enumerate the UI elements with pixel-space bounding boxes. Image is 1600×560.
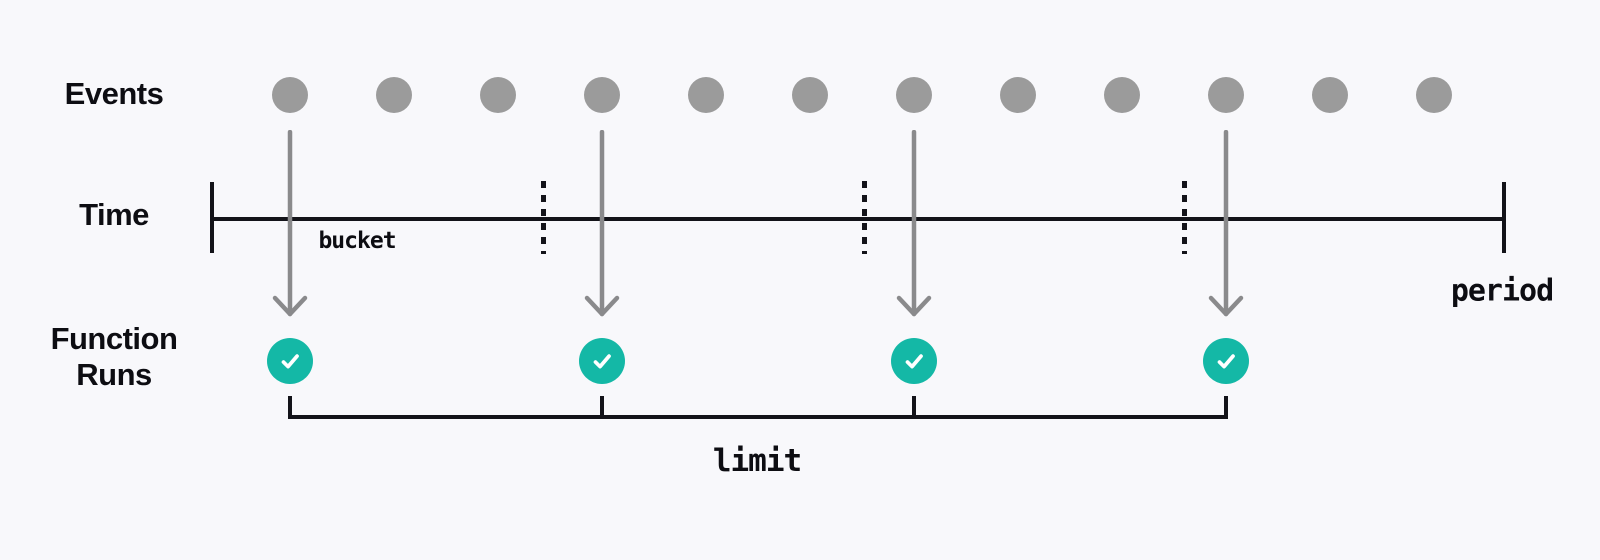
bucket-divider <box>540 181 546 254</box>
checkmark-icon <box>281 354 299 369</box>
checkmark-icon <box>1217 354 1235 369</box>
event-dot <box>272 77 308 113</box>
event-dot <box>1000 77 1036 113</box>
event-dot <box>1416 77 1452 113</box>
event-arrow-icon <box>584 130 620 317</box>
bracket-tick <box>1224 396 1228 419</box>
function-run-check <box>579 338 625 384</box>
bracket-tick <box>912 396 916 419</box>
timeline-end-tick <box>1502 182 1506 253</box>
function-run-check <box>1203 338 1249 384</box>
function-run-check <box>267 338 313 384</box>
event-dot <box>1312 77 1348 113</box>
limit-label: limit <box>712 443 802 479</box>
event-arrow-icon <box>896 130 932 317</box>
bucket-divider <box>1181 181 1187 254</box>
event-arrow-icon <box>1208 130 1244 317</box>
event-dot <box>896 77 932 113</box>
event-dot <box>376 77 412 113</box>
event-arrow-icon <box>272 130 308 317</box>
bracket-tick <box>288 396 292 419</box>
events-row-label: Events <box>64 76 164 111</box>
bucket-label: bucket <box>318 228 396 254</box>
function-run-check <box>891 338 937 384</box>
checkmark-icon <box>593 354 611 369</box>
period-label: period <box>1450 273 1554 309</box>
bracket-tick <box>600 396 604 419</box>
bracket-bottom-line <box>288 415 1228 419</box>
event-dot <box>1104 77 1140 113</box>
timeline-axis <box>212 217 1504 221</box>
bucket-divider <box>861 181 867 254</box>
function-runs-row-label: Function Runs <box>50 321 178 392</box>
event-dot <box>688 77 724 113</box>
time-row-label: Time <box>79 197 149 232</box>
event-dot <box>480 77 516 113</box>
checkmark-icon <box>905 354 923 369</box>
event-dot <box>792 77 828 113</box>
event-dot <box>1208 77 1244 113</box>
event-dot <box>584 77 620 113</box>
timeline-start-tick <box>210 182 214 253</box>
